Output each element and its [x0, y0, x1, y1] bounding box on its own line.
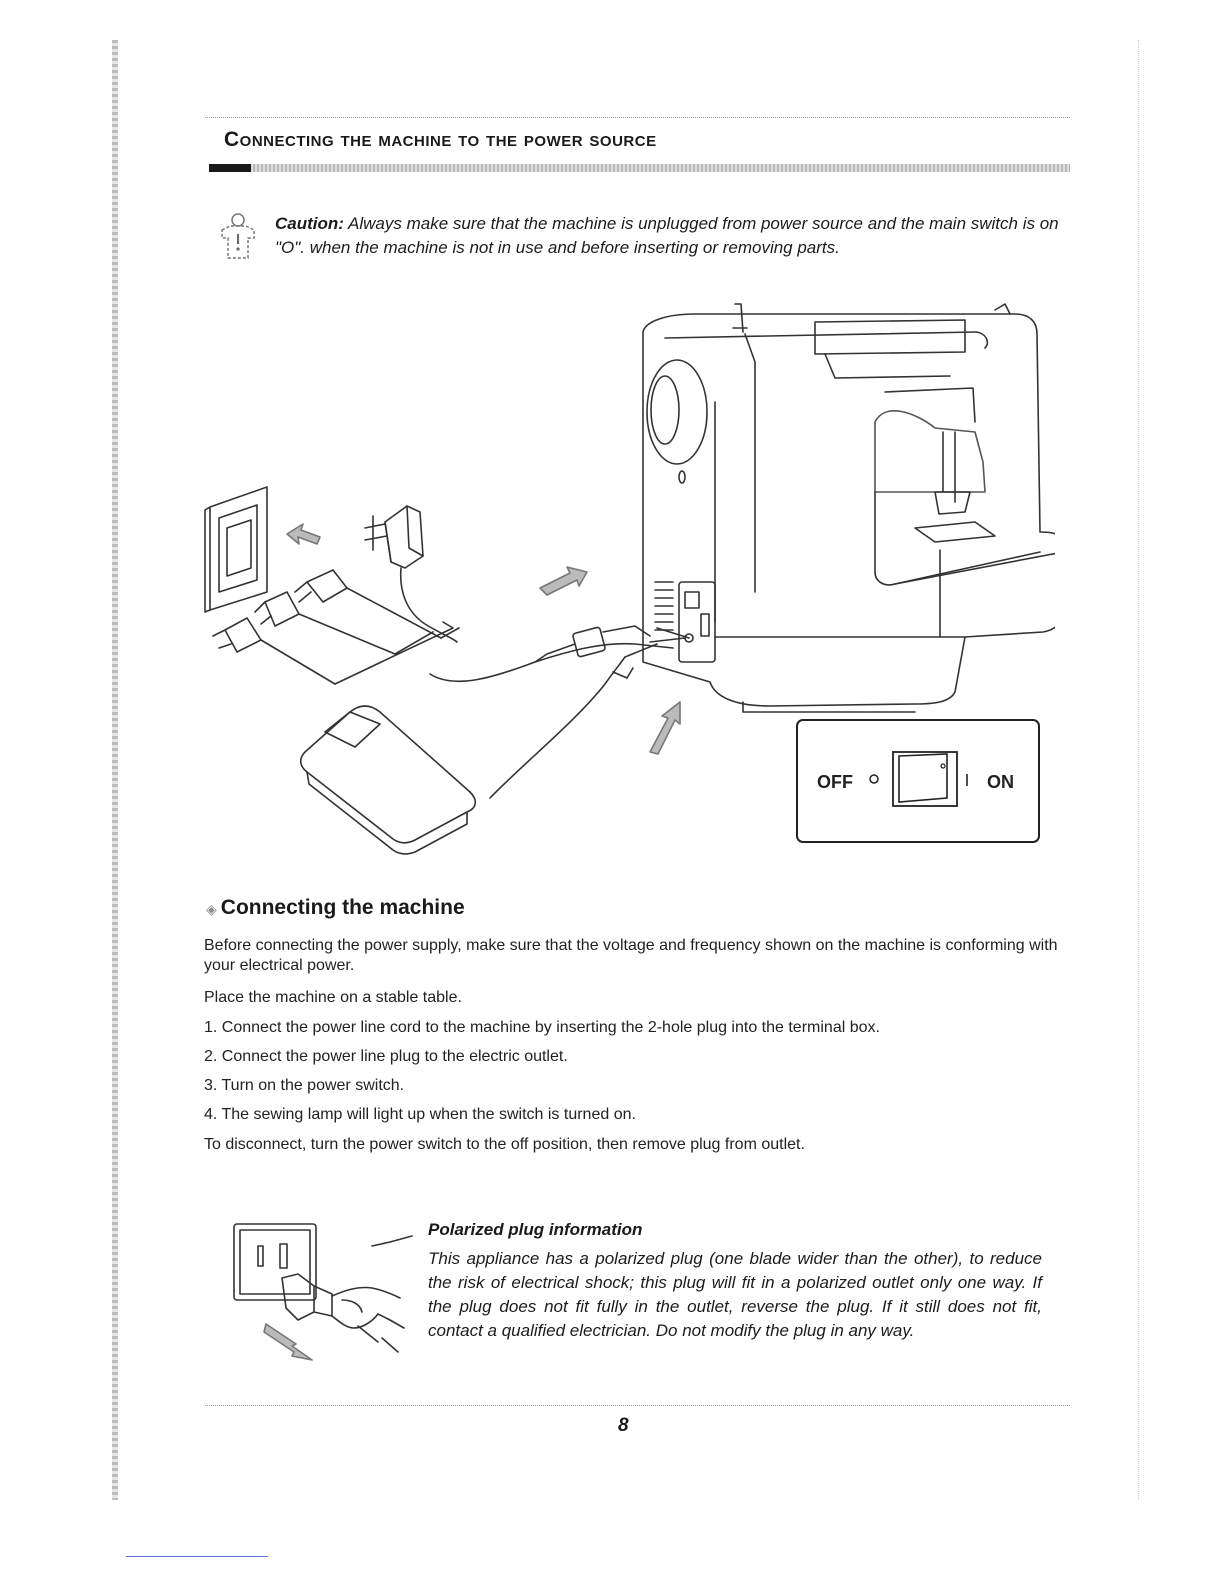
foot-pedal-icon	[299, 705, 477, 855]
ac-adapter-icon	[364, 505, 458, 643]
page-binding-edge	[112, 40, 118, 1500]
power-switch-callout: OFF ON	[796, 719, 1040, 843]
step-1: 1. Connect the power line cord to the ma…	[204, 1019, 880, 1036]
caution-text: Always make sure that the machine is unp…	[275, 214, 1059, 257]
page-number: 8	[618, 1415, 629, 1436]
bottom-rule	[205, 1405, 1070, 1406]
intro-paragraph: Before connecting the power supply, make…	[204, 937, 1058, 974]
step-4: 4. The sewing lamp will light up when th…	[204, 1106, 636, 1123]
title-underline	[209, 164, 1070, 172]
caution-label: Caution:	[275, 214, 344, 233]
section-title: Connecting the machine to the power sour…	[224, 128, 657, 151]
section-bullet-icon: ◈	[206, 901, 217, 917]
caution-note: Caution: Always make sure that the machi…	[275, 212, 1065, 260]
plug-types-icon	[212, 569, 460, 685]
switch-off-label: OFF	[817, 772, 853, 792]
sewing-machine-icon	[642, 303, 1066, 713]
connecting-heading: ◈Connecting the machine	[206, 896, 465, 920]
step-3: 3. Turn on the power switch.	[204, 1077, 405, 1094]
page-right-edge	[1138, 40, 1140, 1500]
step-2: 2. Connect the power line plug to the el…	[204, 1048, 568, 1065]
scan-artifact-line	[126, 1556, 268, 1557]
disconnect-paragraph: To disconnect, turn the power switch to …	[204, 1136, 805, 1153]
polarized-plug-title: Polarized plug information	[428, 1220, 643, 1239]
machine-connection-illustration: OFF ON	[195, 292, 1066, 867]
connecting-heading-text: Connecting the machine	[220, 896, 465, 919]
wall-outlet-icon	[204, 486, 268, 613]
top-rule	[205, 117, 1070, 118]
caution-icon	[216, 212, 260, 267]
switch-on-label: ON	[987, 772, 1014, 792]
polarized-plug-text: This appliance has a polarized plug (one…	[428, 1249, 1042, 1340]
place-paragraph: Place the machine on a stable table.	[204, 989, 462, 1006]
polarized-plug-illustration	[222, 1216, 422, 1381]
